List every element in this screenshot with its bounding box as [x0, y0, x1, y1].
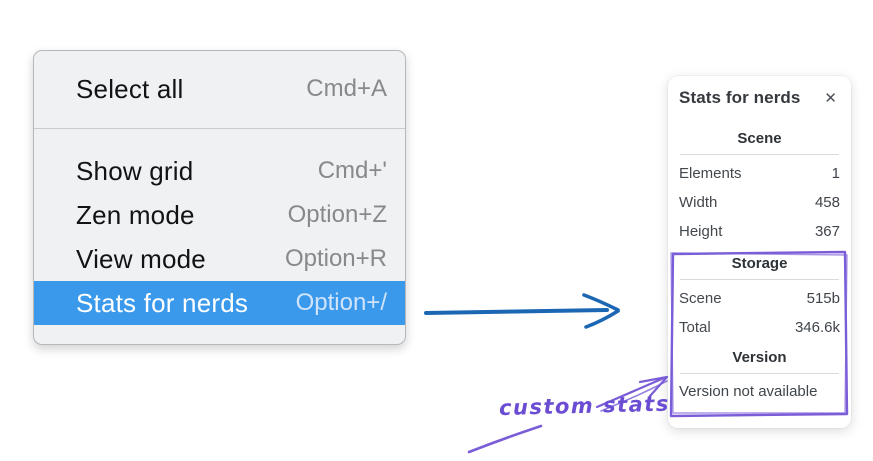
- menu-item-shortcut: Option+Z: [287, 201, 387, 228]
- menu-section-top: Select all Cmd+A: [34, 51, 405, 128]
- stats-panel: Stats for nerds ✕ Scene Elements 1 Width…: [668, 76, 851, 428]
- stats-panel-title: Stats for nerds: [679, 88, 801, 107]
- menu-item-show-grid[interactable]: Show grid Cmd+': [34, 149, 405, 193]
- stat-row-height: Height 367: [679, 217, 840, 246]
- section-divider: [680, 154, 839, 155]
- stat-row-total-size: Total 346.6k: [679, 313, 840, 342]
- close-icon[interactable]: ✕: [824, 89, 837, 107]
- menu-item-view-mode[interactable]: View mode Option+R: [34, 237, 405, 281]
- scene-section-header: Scene: [737, 130, 782, 147]
- stat-row-width: Width 458: [679, 188, 840, 217]
- stat-row-scene-size: Scene 515b: [679, 284, 840, 313]
- stat-label: Elements: [679, 165, 742, 182]
- stat-row-elements: Elements 1: [679, 159, 840, 188]
- stat-value: 367: [814, 223, 840, 240]
- flow-arrow: [424, 293, 620, 329]
- stat-value: 515b: [806, 290, 840, 307]
- section-divider: [680, 279, 839, 280]
- annotation-line: [467, 424, 543, 454]
- menu-item-select-all[interactable]: Select all Cmd+A: [34, 67, 405, 111]
- version-note: Version not available: [679, 383, 818, 400]
- menu-item-shortcut: Cmd+A: [306, 75, 387, 102]
- stats-panel-titlebar: Stats for nerds ✕: [679, 88, 840, 108]
- menu-item-label: Zen mode: [76, 199, 195, 230]
- stat-label: Scene: [679, 290, 722, 307]
- stat-label: Width: [679, 194, 718, 211]
- menu-item-label: View mode: [76, 243, 206, 274]
- stat-value: 458: [814, 194, 840, 211]
- menu-item-label: Show grid: [76, 155, 194, 186]
- annotation-label: custom stats: [498, 391, 671, 421]
- context-menu: Select all Cmd+A Show grid Cmd+' Zen mod…: [33, 50, 406, 345]
- menu-item-shortcut: Option+R: [284, 245, 387, 272]
- version-section-header: Version: [732, 349, 787, 366]
- menu-section-bottom: Show grid Cmd+' Zen mode Option+Z View m…: [34, 129, 405, 344]
- storage-section-header: Storage: [731, 255, 788, 272]
- stat-label: Height: [679, 223, 723, 240]
- menu-item-zen-mode[interactable]: Zen mode Option+Z: [34, 193, 405, 237]
- menu-item-label: Stats for nerds: [76, 287, 249, 318]
- menu-item-shortcut: Cmd+': [317, 157, 387, 184]
- menu-divider: [34, 128, 405, 129]
- stat-label: Total: [679, 319, 711, 336]
- menu-item-label: Select all: [76, 73, 184, 104]
- stat-value: 1: [831, 165, 840, 182]
- menu-item-stats-for-nerds[interactable]: Stats for nerds Option+/: [34, 281, 405, 325]
- stat-value: 346.6k: [794, 319, 840, 336]
- menu-item-shortcut: Option+/: [295, 289, 387, 316]
- section-divider: [680, 373, 839, 374]
